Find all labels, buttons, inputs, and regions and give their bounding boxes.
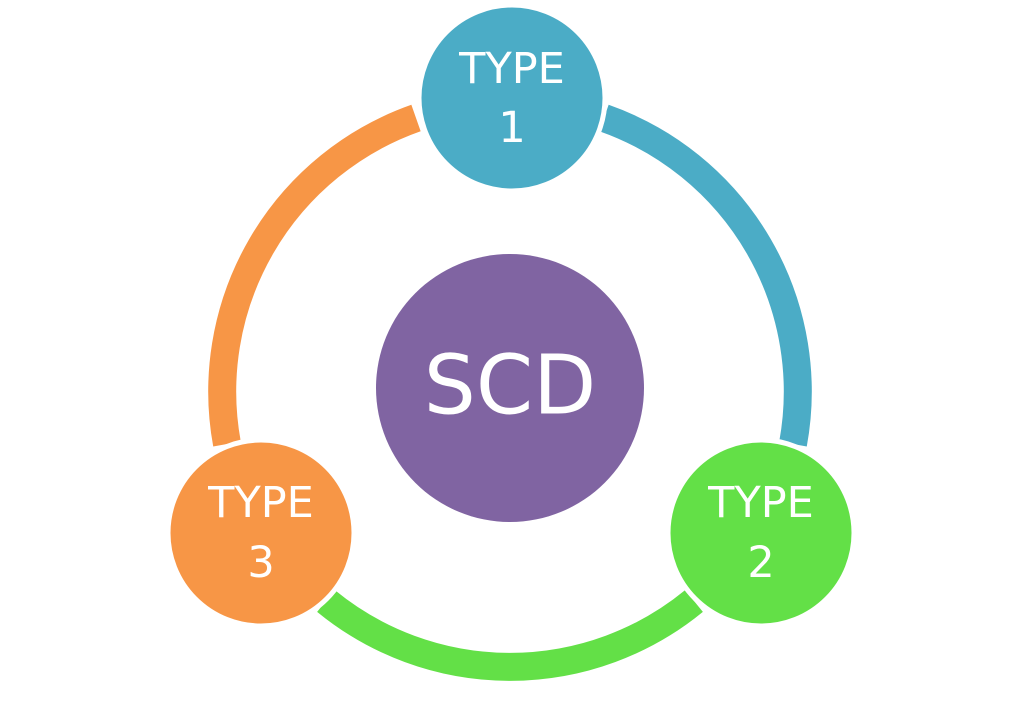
type-1-node: TYPE 1	[416, 2, 608, 194]
type-1-label-line2: 1	[498, 103, 525, 153]
arc-type3-to-type1	[208, 104, 421, 447]
type-2-label-line2: 2	[747, 538, 774, 588]
type-2-node: TYPE 2	[665, 437, 857, 629]
type-2-circle	[665, 437, 857, 629]
arc-type1-to-type2	[599, 104, 812, 447]
type-3-circle	[165, 437, 357, 629]
center-circle	[376, 254, 644, 522]
type-2-label-line1: TYPE	[707, 478, 814, 528]
center-label: SCD	[424, 339, 596, 434]
arc-type2-to-type3	[317, 590, 703, 681]
type-1-circle	[416, 2, 608, 194]
type-3-label-line1: TYPE	[207, 478, 314, 528]
type-3-node: TYPE 3	[165, 437, 357, 629]
type-1-label-line1: TYPE	[458, 44, 565, 94]
center-node: SCD	[376, 254, 644, 522]
type-3-label-line2: 3	[247, 538, 274, 588]
